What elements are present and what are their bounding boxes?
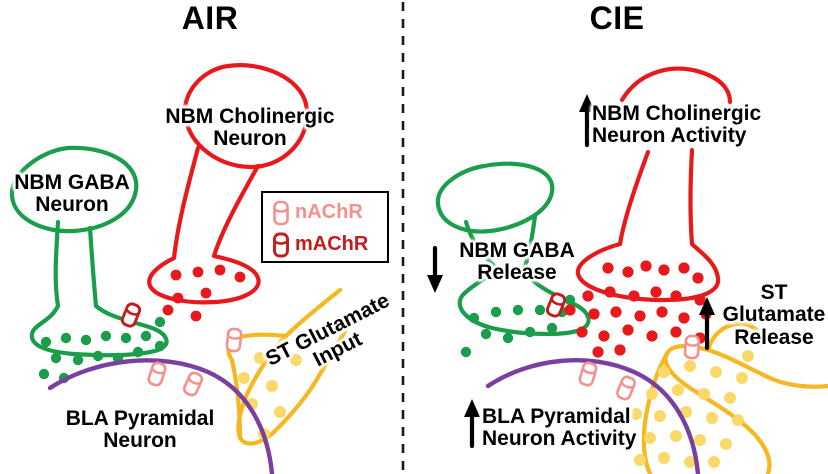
left-cholinergic-soma [182, 63, 310, 170]
right-nachr-1 [577, 360, 599, 388]
left-gaba-vesicles [38, 316, 166, 384]
right-gaba-axon-left [463, 219, 499, 271]
right-cholinergic-terminal [575, 241, 721, 303]
label-cie-gaba-release: NBM GABA Release [459, 239, 575, 285]
left-cholinergic-terminal [147, 253, 261, 305]
arrow-down-gaba-release [427, 245, 443, 293]
right-gaba-axon-right [521, 213, 538, 273]
panel-title-air: AIR [181, 0, 239, 36]
left-ach-vesicles [162, 264, 246, 322]
right-nachr-2 [614, 374, 638, 402]
right-cholinergic-soma-arc [619, 66, 733, 105]
left-nachr-1 [146, 360, 168, 388]
right-cholinergic-axon-left [617, 149, 651, 247]
right-glutamate-terminal-2 [705, 321, 765, 353]
right-gaba-neuron-soma [435, 161, 555, 234]
cie-arrows [427, 94, 715, 449]
label-nbm-gaba-neuron: NBM GABA Neuron [14, 171, 130, 217]
left-cholinergic-axon-right [211, 163, 261, 259]
left-panel-art [9, 63, 355, 474]
left-nachr-3 [225, 327, 243, 353]
label-bla-pyramidal-neuron: BLA Pyramidal Neuron [65, 407, 215, 453]
left-cholinergic-axon-left [171, 145, 201, 261]
left-nachr-2 [181, 370, 205, 398]
legend-label-machr: mAChR [295, 233, 369, 255]
left-glutamate-terminal-3 [229, 357, 243, 441]
right-gaba-vesicles [460, 294, 576, 358]
left-gaba-neuron-soma [9, 145, 139, 234]
legend-label-nachr: nAChR [295, 201, 363, 223]
arrow-up-glutamate-release [699, 297, 715, 351]
label-cie-pyramidal-activity: BLA Pyramidal Neuron Activity [482, 405, 637, 451]
label-cie-glutamate-release: ST Glutamate Release [722, 281, 826, 349]
machr-icon [273, 232, 289, 258]
right-glutamate-vesicles [630, 350, 754, 468]
right-cholinergic-axon-right [688, 147, 695, 247]
left-gaba-axon-right [87, 225, 99, 309]
left-gaba-terminal [29, 303, 169, 358]
left-gaba-axon-left [53, 219, 61, 309]
nachr-icon [273, 200, 289, 226]
panel-title-cie: CIE [589, 0, 645, 36]
left-glutamate-vesicles [238, 352, 302, 440]
label-cie-cholinergic-activity: NBM Cholinergic Neuron Activity [592, 102, 762, 148]
right-bla-membrane [485, 358, 701, 474]
left-bla-membrane [47, 358, 275, 474]
label-nbm-cholinergic-neuron: NBM Cholinergic Neuron [165, 105, 335, 151]
arrow-up-cholinergic [579, 94, 595, 148]
arrow-up-pyramidal [464, 399, 480, 449]
receptor-legend: nAChR mAChR [261, 191, 389, 263]
right-nachr-3 [683, 334, 701, 360]
